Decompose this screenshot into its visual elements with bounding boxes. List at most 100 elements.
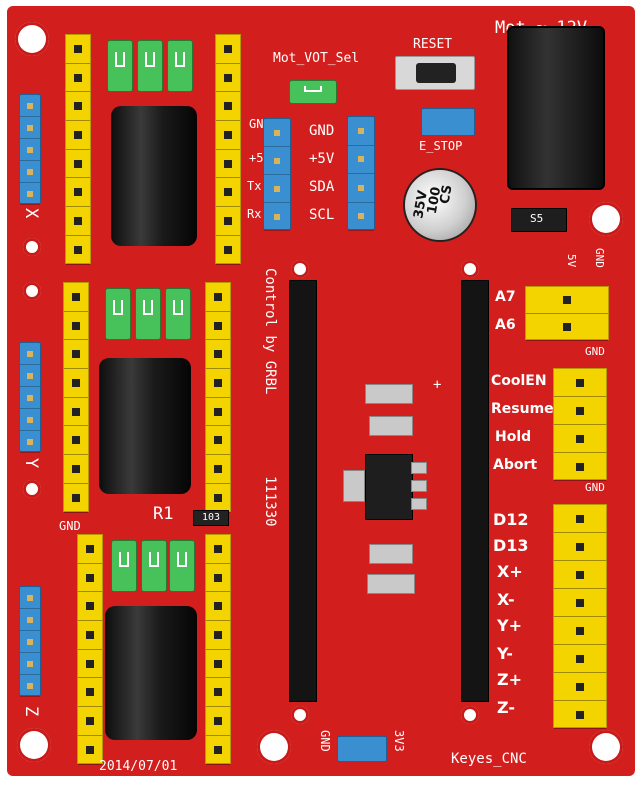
- date-code-label: 111330: [262, 476, 278, 527]
- small-hole-5: [461, 260, 479, 278]
- r1-smd-code: 103: [202, 512, 221, 523]
- driver-y-microstep-jumper-1: [105, 288, 131, 340]
- abort-label: Abort: [493, 457, 538, 473]
- control-by-grbl-label: Control by GRBL: [262, 268, 278, 395]
- control-header: [553, 368, 607, 481]
- d13-label: D13: [493, 536, 529, 555]
- endstop-header: [553, 504, 607, 729]
- nano-header-right: [461, 280, 489, 702]
- mounting-hole-right-mid: [589, 202, 623, 236]
- small-hole-6: [291, 706, 309, 724]
- driver-z-header-left: [77, 534, 103, 765]
- mounting-hole-bottom-right: [589, 730, 623, 764]
- gnd-small-label: GND: [59, 519, 81, 533]
- driver-z-inductor: [105, 606, 197, 740]
- reset-button-cap[interactable]: [416, 63, 456, 83]
- diode-code: S5: [530, 212, 544, 225]
- driver-y-microstep-jumper-3: [165, 288, 191, 340]
- regulator-pin-3: [411, 498, 427, 510]
- y-minus-label: Y-: [497, 644, 513, 663]
- x-plus-label: X+: [497, 562, 523, 581]
- v3v3-label: 3V3: [392, 730, 406, 752]
- driver-x-microstep-jumper-2: [137, 40, 163, 92]
- driver-x-microstep-jumper-3: [167, 40, 193, 92]
- smd-cap-4: [367, 574, 415, 594]
- e-stop-jumper: [421, 108, 475, 136]
- a7-label: A7: [495, 289, 516, 305]
- resume-label: Resume: [491, 401, 554, 417]
- analog-header: [525, 286, 609, 341]
- axis-x-label: X: [21, 208, 41, 219]
- regulator-tab: [343, 470, 365, 502]
- mounting-hole-top-left: [15, 22, 49, 56]
- driver-z-microstep-jumper-1: [111, 540, 137, 592]
- d12-label: D12: [493, 510, 529, 529]
- driver-y-inductor: [99, 358, 191, 494]
- r1-label: R1: [153, 504, 174, 524]
- small-hole-1: [23, 238, 41, 256]
- r1-resistor: 103: [193, 510, 229, 526]
- power-select-jumper: [337, 736, 387, 762]
- nano-header-left: [289, 280, 317, 702]
- left-tx-label: Tx: [247, 179, 262, 193]
- gnd-right-a-label: GND: [585, 345, 605, 358]
- scl-label: SCL: [309, 207, 335, 223]
- driver-x-header-left: [65, 34, 91, 265]
- gnd-right-top-label: GND: [593, 248, 606, 268]
- reset-label: RESET: [413, 37, 453, 52]
- driver-z-microstep-jumper-3: [169, 540, 195, 592]
- regulator-pin-2: [411, 480, 427, 492]
- i2c-header: [347, 116, 375, 231]
- dc-power-jack[interactable]: [507, 26, 605, 190]
- smd-cap-2: [369, 416, 413, 436]
- gnd-right-b-label: GND: [585, 481, 605, 494]
- axis-y-label: Y: [21, 458, 41, 469]
- a6-label: A6: [495, 317, 516, 333]
- smd-cap-1: [365, 384, 413, 404]
- date-label: 2014/07/01: [99, 759, 178, 774]
- gnd-bottom-label: GND: [318, 730, 332, 752]
- driver-x-microstep-jumper-1: [107, 40, 133, 92]
- keyes-cnc-label: Keyes_CNC: [451, 751, 527, 767]
- mounting-hole-bottom-mid: [257, 730, 291, 764]
- small-hole-7: [461, 706, 479, 724]
- axis-x-jumper: [19, 94, 41, 205]
- axis-z-label: Z: [21, 706, 41, 717]
- x-minus-label: X-: [497, 590, 515, 609]
- left-rx-label: Rx: [247, 207, 262, 221]
- y-plus-label: Y+: [497, 616, 522, 635]
- small-hole-4: [291, 260, 309, 278]
- axis-z-jumper: [19, 586, 41, 697]
- gnd-top-label: GND: [309, 123, 335, 139]
- smd-cap-3: [369, 544, 413, 564]
- plus5v-top-label: +5V: [309, 151, 335, 167]
- cap-35v-text: 35V: [411, 189, 431, 220]
- hold-label: Hold: [495, 429, 532, 445]
- driver-x-header-right: [215, 34, 241, 265]
- sda-label: SDA: [309, 179, 335, 195]
- axis-y-jumper: [19, 342, 41, 453]
- reset-button[interactable]: [395, 56, 475, 90]
- voltage-regulator: [365, 454, 413, 520]
- mot-vot-sel-jumper: [289, 80, 337, 104]
- z-plus-label: Z+: [497, 670, 523, 689]
- smd-diode: S5: [511, 208, 567, 232]
- driver-z-microstep-jumper-2: [141, 540, 167, 592]
- regulator-pin-1: [411, 462, 427, 474]
- left-plus5-label: +5: [249, 151, 264, 165]
- driver-y-microstep-jumper-2: [135, 288, 161, 340]
- driver-x-inductor: [111, 106, 197, 246]
- coolen-label: CoolEN: [491, 373, 547, 389]
- driver-z-header-right: [205, 534, 231, 765]
- small-hole-3: [23, 480, 41, 498]
- plus-sign: +: [433, 377, 442, 393]
- z-minus-label: Z-: [497, 698, 515, 717]
- serial-header: [263, 118, 291, 231]
- pcb-board: X Y Z R1 103 GND 2014/07/01 GND: [7, 6, 635, 776]
- mounting-hole-bottom-left: [17, 728, 51, 762]
- driver-y-header-left: [63, 282, 89, 513]
- small-hole-2: [23, 282, 41, 300]
- mot-vot-sel-label: Mot_VOT_Sel: [273, 51, 360, 66]
- v5-label: 5V: [565, 254, 578, 268]
- driver-y-header-right: [205, 282, 231, 513]
